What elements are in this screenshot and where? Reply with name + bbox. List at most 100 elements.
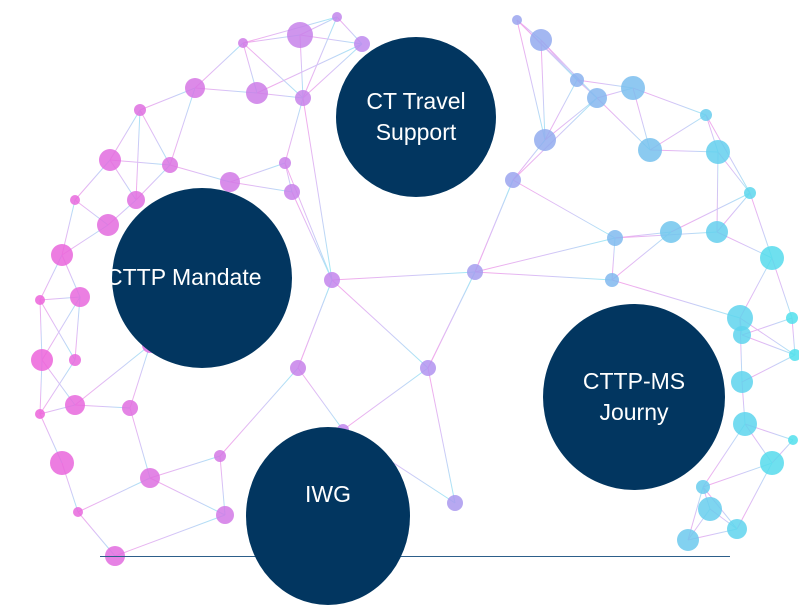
network-node-dot xyxy=(638,138,662,162)
network-node-dot xyxy=(534,129,556,151)
network-link xyxy=(716,151,719,233)
network-node-dot xyxy=(99,149,121,171)
network-node-dot xyxy=(238,38,248,48)
network-link xyxy=(169,164,231,183)
network-node-dot xyxy=(700,109,712,121)
network-link xyxy=(242,42,304,99)
network-link xyxy=(284,97,304,164)
network-node-dot xyxy=(246,82,268,104)
network-link xyxy=(302,43,363,99)
network-node-dot xyxy=(744,187,756,199)
network-link xyxy=(702,423,746,488)
network-node-dot xyxy=(706,140,730,164)
network-link xyxy=(302,97,333,281)
network-link xyxy=(139,109,171,166)
node-ct-travel-support[interactable]: CT Travel Support xyxy=(336,37,496,197)
network-link xyxy=(632,87,707,116)
network-link xyxy=(512,179,616,239)
network-node-dot xyxy=(731,371,753,393)
network-link xyxy=(219,455,226,516)
network-node-dot xyxy=(786,312,798,324)
network-node-dot xyxy=(420,360,436,376)
network-link xyxy=(129,344,151,409)
network-node-dot xyxy=(621,76,645,100)
node-label-line1: CT Travel xyxy=(366,87,466,114)
network-link xyxy=(791,317,796,356)
network-node-dot xyxy=(35,295,45,305)
network-link xyxy=(702,462,773,488)
network-node-dot xyxy=(733,326,751,344)
network-node-dot xyxy=(530,29,552,51)
network-node-dot xyxy=(467,264,483,280)
network-node-dot xyxy=(122,400,138,416)
network-node-dot xyxy=(605,273,619,287)
network-node-dot xyxy=(73,507,83,517)
network-node-dot xyxy=(447,495,463,511)
network-link xyxy=(427,271,476,369)
network-link xyxy=(544,79,578,141)
network-node-dot xyxy=(185,78,205,98)
network-link xyxy=(670,192,751,233)
network-node-dot xyxy=(50,451,74,475)
node-label: IWG xyxy=(305,481,351,507)
node-cttp-ms-journy[interactable]: CTTP-MS Journy xyxy=(543,304,725,490)
network-link xyxy=(736,462,773,530)
network-link xyxy=(219,367,299,457)
network-link xyxy=(331,279,429,369)
network-node-dot xyxy=(220,172,240,192)
network-node-dot xyxy=(51,244,73,266)
network-node-dot xyxy=(97,214,119,236)
node-label: CTTP Mandate xyxy=(106,264,262,291)
network-node-dot xyxy=(607,230,623,246)
network-node-dot xyxy=(760,451,784,475)
network-node-dot xyxy=(788,435,798,445)
network-link xyxy=(129,407,151,479)
network-link xyxy=(611,231,672,281)
network-link xyxy=(331,271,476,281)
node-cttp-mandate[interactable]: CTTP Mandate xyxy=(106,188,292,368)
network-link xyxy=(540,39,546,141)
network-link xyxy=(544,97,598,141)
network-node-dot xyxy=(31,349,53,371)
network-node-dot xyxy=(727,519,747,539)
network-link xyxy=(229,181,293,193)
network-node-dot xyxy=(696,480,710,494)
network-link xyxy=(291,191,333,281)
network-node-dot xyxy=(295,90,311,106)
network-node-dot xyxy=(660,221,682,243)
network-link xyxy=(39,359,76,415)
network-link xyxy=(516,19,546,141)
network-link xyxy=(297,367,344,431)
network-link xyxy=(114,514,226,557)
node-iwg[interactable]: IWG xyxy=(246,427,410,605)
network-link xyxy=(297,279,333,369)
network-link xyxy=(596,97,651,151)
network-link xyxy=(284,162,333,281)
node-label-line2: Support xyxy=(375,119,457,145)
network-node-dot xyxy=(706,221,728,243)
network-node-dot xyxy=(354,36,370,52)
node-label-line1: CTTP-MS xyxy=(582,367,686,394)
network-link xyxy=(74,344,151,406)
network-link xyxy=(39,299,76,361)
network-node-dot xyxy=(570,73,584,87)
network-node-dot xyxy=(69,354,81,366)
network-node-dot xyxy=(140,468,160,488)
network-node-dot xyxy=(290,360,306,376)
network-link xyxy=(611,279,741,319)
baseline-divider xyxy=(100,556,730,557)
network-node-dot xyxy=(70,287,90,307)
network-node-dot xyxy=(35,409,45,419)
network-link xyxy=(302,16,338,99)
network-node-dot xyxy=(279,157,291,169)
network-link xyxy=(149,455,221,479)
network-node-dot xyxy=(214,450,226,462)
network-node-dot xyxy=(587,88,607,108)
network-node-dot xyxy=(733,412,757,436)
network-node-dot xyxy=(698,497,722,521)
node-label-line2: Journy xyxy=(599,399,669,425)
network-node-dot xyxy=(512,15,522,25)
network-link xyxy=(342,367,429,431)
network-node-dot xyxy=(324,272,340,288)
network-link xyxy=(169,87,196,166)
